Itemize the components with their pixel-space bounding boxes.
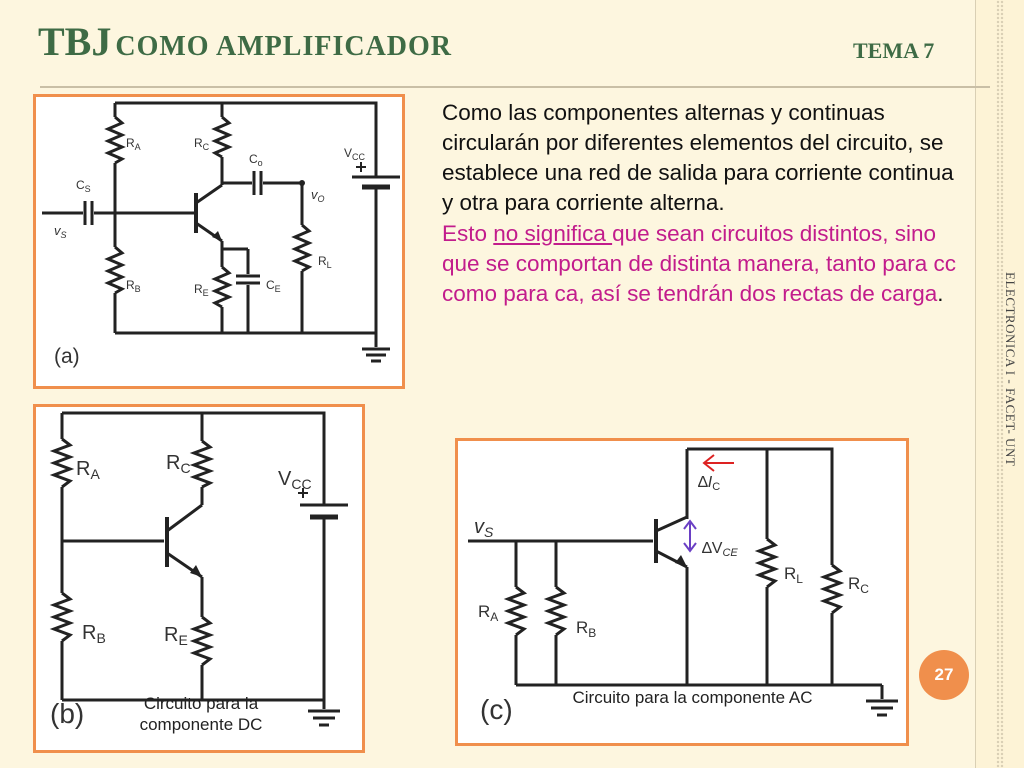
label-co: Co bbox=[249, 152, 263, 168]
label-rc: RC bbox=[194, 136, 210, 152]
label-ce: CE bbox=[266, 278, 281, 294]
circuit-panel-b: RA RB RC RE VCC (b) Circuito para la com… bbox=[33, 404, 365, 753]
explanation-paragraph: Como las componentes alternas y continua… bbox=[442, 98, 970, 309]
label-cs: CS bbox=[76, 178, 91, 194]
panel-c-label: (c) bbox=[480, 694, 513, 725]
slide-title: TBJ COMO AMPLIFICADOR bbox=[38, 19, 453, 64]
label-rb: RB bbox=[82, 622, 106, 646]
emitter-arrow-icon bbox=[190, 565, 202, 577]
label-ra: RA bbox=[126, 136, 141, 152]
emitter-arrow-icon bbox=[675, 555, 687, 567]
paragraph-second-start: Esto bbox=[442, 220, 494, 246]
title-divider bbox=[40, 86, 990, 88]
circuit-b-diagram: RA RB RC RE VCC (b) bbox=[49, 411, 348, 729]
circuit-c-diagram: ∆IC ∆VCE vS RA RB RL RC (c) bbox=[468, 447, 898, 725]
paragraph-first: Como las componentes alternas y continua… bbox=[442, 100, 954, 216]
label-rb: RB bbox=[126, 278, 141, 294]
label-delta-vce: ∆VCE bbox=[702, 540, 738, 559]
slide-topic: TEMA 7 bbox=[853, 38, 935, 63]
label-re: RE bbox=[164, 624, 188, 648]
side-stripe bbox=[975, 0, 1024, 768]
label-re: RE bbox=[194, 282, 209, 298]
current-arrow-icon bbox=[702, 454, 734, 472]
voltage-arrow-icon bbox=[683, 519, 697, 553]
circuit-a-diagram: RA RB RC RE RL CS Co CE VCC vS vO (a) bbox=[42, 101, 400, 368]
label-rc: RC bbox=[166, 452, 191, 476]
circuit-panel-a: RA RB RC RE RL CS Co CE VCC vS vO (a) bbox=[33, 94, 405, 389]
label-vo: vO bbox=[311, 187, 325, 204]
vo-node-icon bbox=[299, 180, 305, 186]
panel-a-label: (a) bbox=[54, 345, 80, 368]
label-rb: RB bbox=[576, 618, 596, 640]
label-rl: RL bbox=[318, 254, 332, 270]
circuit-panel-c: ∆IC ∆VCE vS RA RB RL RC (c) Circuito par… bbox=[455, 438, 909, 746]
label-vcc: VCC bbox=[278, 468, 312, 492]
emitter-arrow-icon bbox=[212, 231, 222, 241]
side-footer-text: ELECTRONICA I - FACET- UNT bbox=[1003, 272, 1018, 467]
panel-c-caption: Circuito para la componente AC bbox=[572, 688, 813, 707]
label-vs: vS bbox=[54, 223, 67, 240]
label-ra: RA bbox=[478, 602, 498, 624]
panel-b-caption: Circuito para la componente DC bbox=[139, 694, 263, 735]
label-rc: RC bbox=[848, 574, 869, 596]
label-vcc: VCC bbox=[344, 146, 366, 162]
label-vs: vS bbox=[474, 516, 494, 540]
paragraph-second-rest: que sean circuitos distintos, sino que s… bbox=[442, 220, 957, 306]
panel-b-label: (b) bbox=[50, 698, 84, 729]
label-ra: RA bbox=[76, 458, 100, 482]
label-delta-ic: ∆IC bbox=[698, 474, 720, 493]
page-number: 27 bbox=[919, 650, 969, 700]
label-rl: RL bbox=[784, 564, 803, 586]
paragraph-underlined: no significa bbox=[493, 220, 613, 246]
paragraph-period: . bbox=[937, 280, 944, 306]
